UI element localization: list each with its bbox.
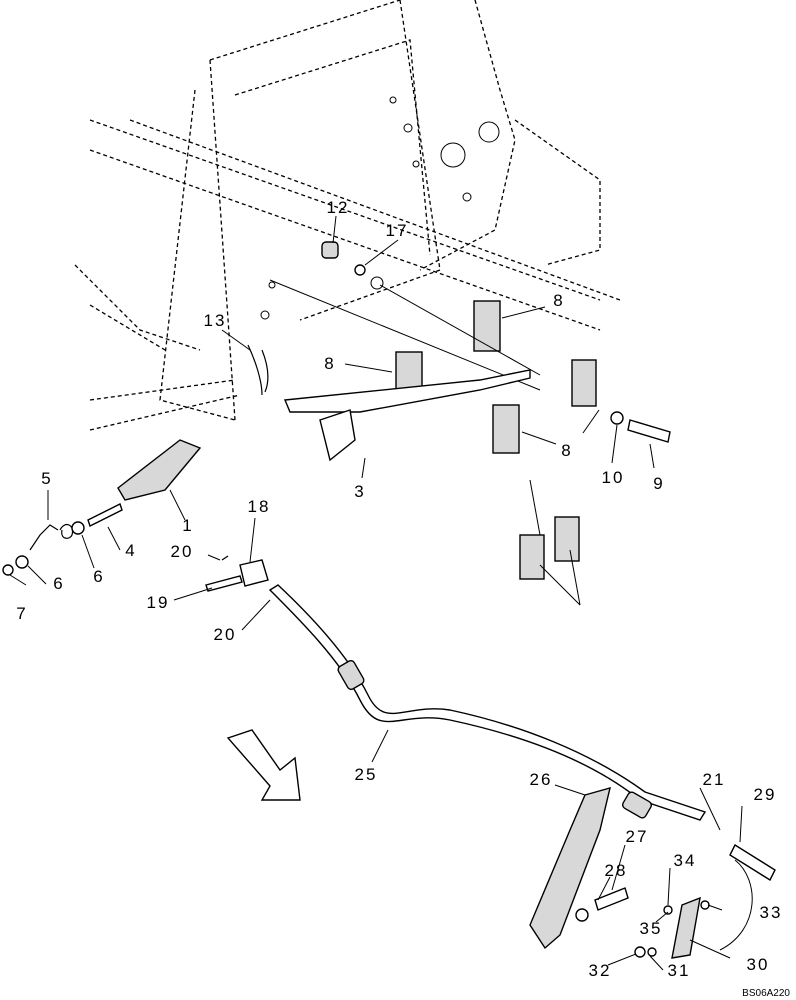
part-4-pin: [87, 503, 123, 527]
callout-6-a: 6: [93, 567, 104, 586]
callout-17: 18: [248, 497, 271, 516]
callout-34: 35: [640, 919, 663, 938]
part-19-cotter: [221, 555, 229, 561]
part-7-nut: [2, 564, 14, 576]
part-35-block-b: [554, 516, 580, 562]
callout-5: 5: [41, 469, 52, 488]
callout-33: 34: [674, 851, 697, 870]
part-6-washer-b: [15, 555, 29, 569]
part-33-washer: [700, 900, 710, 910]
part-17-clevis: [239, 559, 269, 587]
callout-3: 3: [354, 482, 365, 501]
part-35-block-a: [519, 534, 545, 580]
part-13-washer: [354, 264, 366, 276]
frame-phantom: [74, 0, 621, 431]
leader-lines: [9, 215, 743, 971]
callout-26: 27: [626, 827, 649, 846]
part-8-block-a: [473, 300, 501, 352]
callout-10: 10: [602, 468, 625, 487]
callout-31: 32: [589, 961, 612, 980]
part-25-bracket: [529, 787, 611, 950]
part-10-washer: [610, 411, 624, 425]
callout-30: 31: [668, 961, 691, 980]
callout-18: 19: [147, 593, 170, 612]
part-3-shaft: [283, 369, 531, 413]
callout-7: 7: [16, 604, 27, 623]
callout-21: 25: [355, 765, 378, 784]
part-29-clamp: [671, 896, 701, 959]
drawing-code: BS06A220: [742, 988, 790, 999]
part-3-plate: [319, 409, 356, 462]
part-31-nut: [634, 946, 646, 958]
callout-13: 17: [386, 221, 409, 240]
callout-32: 33: [760, 903, 783, 922]
part-21-cable: [268, 584, 707, 821]
callout-25: 26: [530, 770, 553, 789]
callout-20-b: 21: [703, 770, 726, 789]
part-5-spring: [29, 523, 74, 551]
part-28-cable-end: [729, 843, 776, 882]
part-11-bushing: [321, 241, 339, 259]
callout-1: 1: [182, 516, 193, 535]
part-1-pedal: [117, 439, 202, 501]
callout-28: 29: [754, 785, 777, 804]
callout-27: 28: [605, 861, 628, 880]
callout-9: 9: [653, 474, 664, 493]
part-26-bolt: [594, 887, 629, 911]
callout-12: 13: [204, 311, 227, 330]
parts: [2, 241, 776, 959]
part-27-washer: [575, 908, 589, 922]
part-34-washer: [663, 905, 673, 915]
callout-8-a: 8: [553, 291, 564, 310]
part-12-spring: [247, 344, 269, 396]
callout-8-c: 8: [561, 441, 572, 460]
callout-8-b: 8: [324, 354, 335, 373]
part-30-washer: [647, 947, 657, 957]
callout-6-b: 6: [53, 574, 64, 593]
callout-29: 30: [747, 955, 770, 974]
callout-19: 20: [171, 542, 194, 561]
part-6-washer-a: [71, 521, 85, 535]
part-21-nut-a: [337, 660, 365, 690]
part-8-block-d: [492, 404, 520, 454]
callout-20-a: 20: [214, 625, 237, 644]
callout-11: 12: [327, 198, 350, 217]
forward-direction-arrow: [226, 729, 301, 801]
callout-labels: 12 17 13 8 8 8 10 9 3 1 4 6 5 6 7 18 20 …: [16, 198, 790, 999]
callout-4: 4: [125, 541, 136, 560]
part-21-nut-b: [622, 791, 652, 819]
part-8-block-c: [571, 359, 597, 407]
part-18-pin: [205, 575, 243, 592]
part-9-bolt: [627, 419, 671, 443]
